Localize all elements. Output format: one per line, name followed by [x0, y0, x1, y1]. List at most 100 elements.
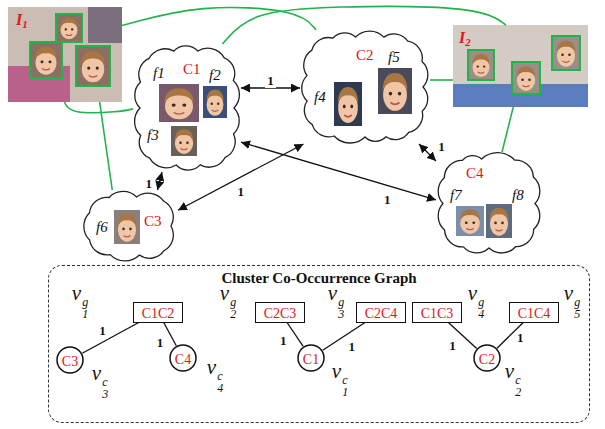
vertex-label: v3g	[328, 281, 344, 320]
cloud-outline	[436, 152, 542, 255]
text-part: 1	[82, 308, 88, 320]
edge-label: 1	[235, 185, 246, 200]
vertex-label: v3c	[92, 361, 108, 400]
face-box	[552, 36, 580, 70]
index-stack: 4c	[217, 370, 223, 394]
text-part: v	[207, 355, 216, 379]
text-part: c	[102, 376, 108, 388]
index-stack: 2g	[230, 296, 236, 320]
co-occurrence-line	[287, 323, 303, 347]
edge-label: 1	[436, 140, 447, 155]
face-label: f6	[96, 219, 108, 236]
edge-label: 1	[97, 324, 108, 339]
pair-label: C1C3	[421, 306, 454, 322]
pair-label: C2C4	[365, 306, 398, 322]
face-box	[76, 46, 110, 86]
pair-label: C2	[479, 352, 495, 368]
text-part: g	[574, 296, 580, 308]
cluster-node-circle: C4v4c	[169, 344, 197, 372]
image-label: I1	[16, 11, 28, 31]
panel-title: Cluster Co-Occurrence Graph	[221, 270, 416, 287]
index-stack: 3c	[102, 376, 108, 400]
face-cluster-cloud: f6C3	[82, 190, 178, 262]
cluster-label: C4	[466, 165, 484, 182]
edge-label: 1	[515, 331, 526, 346]
pair-label: C1C4	[518, 306, 551, 322]
text-part: 4	[217, 382, 223, 394]
co-occurrence-line	[241, 142, 436, 200]
text-part: v	[332, 359, 341, 383]
index-stack: 1c	[342, 374, 348, 398]
co-occurrence-line	[164, 323, 177, 346]
face-link-line	[100, 102, 113, 190]
face-picture	[31, 43, 61, 77]
text-part: 2	[465, 36, 471, 48]
index-stack: 5g	[574, 296, 580, 320]
index-stack: 2c	[515, 374, 521, 398]
photo-frame: I2	[453, 25, 588, 107]
face-picture	[203, 86, 227, 118]
text-part: I	[459, 29, 465, 46]
cluster-pair-box: v2gC2C3	[255, 302, 305, 323]
face-picture	[114, 210, 140, 244]
text-part: g	[230, 296, 236, 308]
face-label: f1	[153, 65, 165, 82]
cluster-pair-box: C1C3v4g	[412, 302, 462, 323]
circle-shape	[170, 345, 196, 371]
face-box	[468, 50, 494, 80]
edge-label: 1	[447, 339, 458, 354]
text-part: I	[16, 11, 22, 28]
face-label: f2	[209, 67, 221, 84]
text-part: 3	[338, 308, 344, 320]
text-part: v	[505, 359, 514, 383]
face-box	[30, 42, 62, 78]
cluster-label: C1	[183, 61, 201, 78]
edge-label: 1	[265, 74, 276, 89]
face-label: f7	[450, 187, 462, 204]
vertex-label: v2c	[505, 359, 521, 398]
index-stack: 1g	[82, 296, 88, 320]
face-box	[512, 62, 540, 94]
face-picture	[513, 63, 539, 93]
face-picture	[77, 47, 109, 85]
face-picture	[486, 204, 512, 238]
face-link-line	[430, 79, 453, 81]
pair-label: C3	[62, 354, 78, 370]
vertex-label: v5g	[564, 281, 580, 320]
text-part: g	[82, 296, 88, 308]
cluster-pair-box: v3gC2C4	[356, 302, 406, 323]
face-cluster-cloud: C2f5f4	[300, 30, 430, 144]
face-link-line	[65, 102, 133, 113]
photo-frame: I1	[8, 7, 122, 102]
text-part: 2	[515, 386, 521, 398]
connector-group	[65, 6, 524, 353]
text-part: v	[564, 281, 573, 305]
text-part: c	[217, 370, 223, 382]
circle-shape	[57, 347, 83, 373]
face-picture	[553, 37, 579, 69]
text-part: 3	[102, 388, 108, 400]
cloud-shape	[302, 31, 428, 143]
edge-label: 1	[155, 336, 166, 351]
photo-background	[453, 25, 588, 107]
face-picture	[334, 82, 362, 126]
text-part: 5	[574, 308, 580, 320]
pair-label: C1C2	[142, 306, 175, 322]
index-stack: 3g	[338, 296, 344, 320]
text-part: 1	[22, 18, 28, 30]
cloud-shape	[84, 191, 173, 261]
text-part: g	[478, 296, 484, 308]
face-box	[56, 14, 82, 42]
edge-label: 1	[144, 177, 155, 192]
cloud-shape	[438, 153, 540, 253]
text-part: v	[92, 361, 101, 385]
vertex-label: v1c	[332, 359, 348, 398]
face-cluster-cloud: C4f7f8	[436, 152, 542, 255]
face-label: f5	[388, 49, 400, 66]
image-label: I2	[459, 29, 471, 49]
edge-label: 1	[382, 193, 393, 208]
cloud-shape	[135, 46, 240, 170]
co-occurrence-line	[419, 144, 436, 161]
text-part: v	[468, 281, 477, 305]
